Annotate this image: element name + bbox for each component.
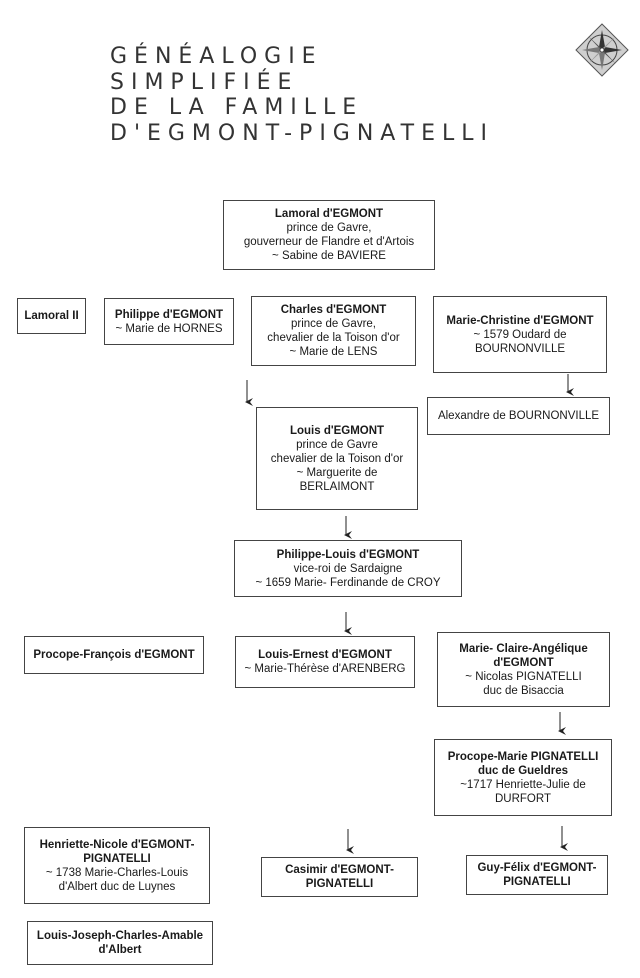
person-name: Louis d'EGMONT [289,424,385,437]
title-line-3: DE LA FAMILLE [110,95,364,120]
person-detail: duc de Bisaccia [483,684,564,697]
person-detail: ~ Marie-Thérèse d'ARENBERG [244,663,406,675]
person-detail: ~ 1659 Marie- Ferdinande de CROY [255,576,441,589]
person-name: Marie-Christine d'EGMONT [446,314,594,327]
person-detail: ~ 1579 Oudard de [473,328,567,341]
person-name: Philippe d'EGMONT [114,308,224,321]
person-detail: prince de Gavre, [286,222,372,234]
person-box-guy-felix: Guy-Félix d'EGMONT-PIGNATELLI [466,855,608,895]
person-detail: vice-roi de Sardaigne [293,562,403,575]
title-line-4: D'EGMONT-PIGNATELLI [110,120,494,146]
person-detail: d'Albert duc de Luynes [58,880,176,893]
person-name: Procope-François d'EGMONT [33,649,195,661]
person-detail: BERLAIMONT [299,480,375,493]
person-box-charles-degmont: Charles d'EGMONT prince de Gavre, chevalie… [251,296,416,366]
person-detail: Alexandre de BOURNONVILLE [437,410,600,422]
person-detail: BOURNONVILLE [474,342,566,355]
person-box-casimir: Casimir d'EGMONT-PIGNATELLI [261,857,418,897]
person-detail: prince de Gavre, [290,318,376,330]
person-detail: chevalier de la Toison d'or [270,452,404,465]
person-detail: ~ Marie de LENS [289,346,378,358]
person-box-louis-ernest: Louis-Ernest d'EGMONT ~ Marie-Thérèse d'A… [235,636,415,688]
person-box-lamoral-degmont: Lamoral d'EGMONT prince de Gavre, gouverne… [223,200,435,270]
person-detail: ~ 1738 Marie-Charles-Louis [45,866,189,879]
person-box-philippe-degmont: Philippe d'EGMONT~ Marie de HORNES [104,298,234,345]
person-detail: prince de Gavre [296,438,378,451]
person-name: Guy-Félix d'EGMONT-PIGNATELLI [477,862,597,888]
person-detail: ~ Marguerite de [296,466,378,479]
person-detail: chevalier de la Toison d'or [267,332,400,344]
person-name: Lamoral II [24,310,79,322]
person-detail: ~1717 Henriette-Julie de [460,778,586,791]
person-detail: gouverneur de Flandre et d'Artois [243,236,415,248]
person-name: Louis-Ernest d'EGMONT [258,649,392,661]
person-detail: ~ Nicolas PIGNATELLI [465,670,582,683]
person-box-lamoral-ii: Lamoral II [17,298,86,334]
title-line-2: SIMPLIFIÉE [110,69,299,95]
page-title: GÉNÉALOGIE SIMPLIFIÉE DE LA FAMILLE D'EG… [110,44,494,146]
person-name: Casimir d'EGMONT-PIGNATELLI [285,864,394,890]
person-box-alexandre: Alexandre de BOURNONVILLE [427,397,610,435]
person-box-procope-francois: Procope-François d'EGMONT [24,636,204,674]
person-detail: ~ Sabine de BAVIERE [272,250,386,262]
compass-rose-icon [574,22,630,78]
person-detail: ~ Marie de HORNES [115,322,223,335]
person-name: Charles d'EGMONT [280,304,387,316]
person-name: Philippe-Louis d'EGMONT [276,548,420,561]
person-detail: DURFORT [494,792,551,805]
person-box-marie-christine: Marie-Christine d'EGMONT~ 1579 Oudard de… [433,296,607,373]
person-name: Lamoral d'EGMONT [274,208,384,220]
person-box-henriette-nicole: Henriette-Nicole d'EGMONT-PIGNATELLI~ 17… [24,827,210,904]
title-line-1: GÉNÉALOGIE [110,44,323,69]
person-name: Henriette-Nicole d'EGMONT-PIGNATELLI [39,838,195,865]
